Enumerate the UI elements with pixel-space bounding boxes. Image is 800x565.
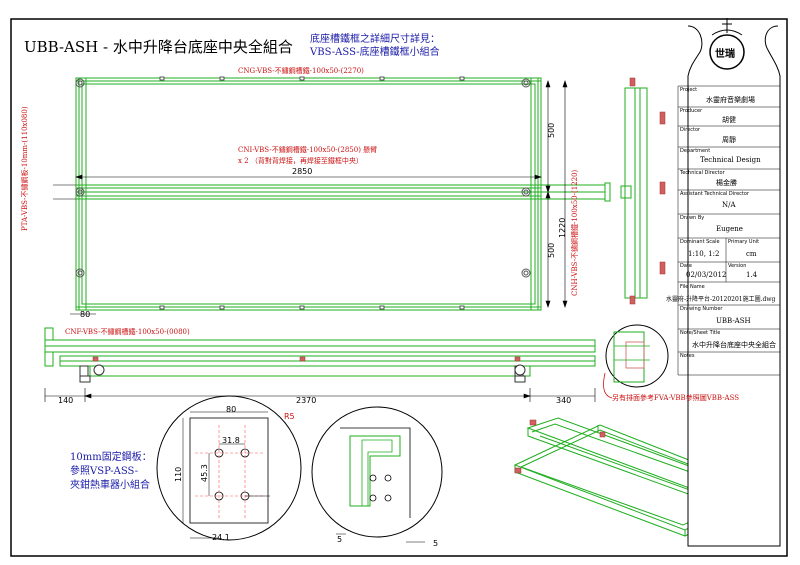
tb-unit: cm xyxy=(746,250,757,258)
dim-500-upper: 500 xyxy=(547,122,556,138)
tb-drawn-by-label: Drawn By xyxy=(680,215,705,221)
plate-note-2: 參照VSP-ASS- xyxy=(70,466,139,477)
label-cnh: CNH-VBS-不鏽鋼槽鐵-100x50-(1220) xyxy=(571,169,579,296)
dim-80-plate: 80 xyxy=(226,405,237,414)
tb-drawing-no: UBB-ASH xyxy=(716,317,751,325)
frame-bolt-circles xyxy=(75,78,531,278)
dim-110: 110 xyxy=(174,466,183,482)
top-note-line2: VBS-ASS-底座槽鐵框小組合 xyxy=(310,47,440,58)
tb-drawing-no-label: Drawing Number xyxy=(680,306,723,312)
top-note-line1: 底座槽鐵框之詳細尺寸詳見： xyxy=(310,34,440,45)
tb-director: 周靜 xyxy=(722,136,736,144)
title-block-frame xyxy=(677,18,781,547)
tb-tech-director-label: Technical Director xyxy=(680,170,725,176)
dim-80: 80 xyxy=(80,310,91,319)
tb-asst-director-label: Assistant Technical Director xyxy=(680,191,750,197)
tb-scale-label: Dominant Scale xyxy=(680,239,720,245)
dim-340: 340 xyxy=(556,396,572,405)
dim-2370: 2370 xyxy=(296,396,317,405)
label-cnf: CNF-VBS-不鏽鋼槽鐵-100x50-(0080) xyxy=(65,328,190,336)
callout-detail-circle xyxy=(605,324,669,388)
dim-5-right: 5 xyxy=(433,539,439,548)
title-block-logo: 世瑞 xyxy=(715,49,735,60)
tb-drawn-by: Eugene xyxy=(716,225,743,233)
callout-leader xyxy=(603,372,613,399)
side-view-pads xyxy=(92,356,521,362)
dim-500-lower: 500 xyxy=(547,242,556,258)
side-view xyxy=(44,327,596,377)
tb-department: Technical Design xyxy=(700,156,761,164)
top-rail-clips xyxy=(159,76,465,310)
drawing-title: UBB-ASH - 水中升降台底座中央全組合 xyxy=(24,38,293,56)
tb-asst-director: N/A xyxy=(722,201,736,209)
label-pta: PTA-VBS-不鏽鋼板-10mm-(110x080) xyxy=(21,106,29,231)
tb-project: 水靈府音樂劇場 xyxy=(706,96,755,104)
side-view-feet xyxy=(79,364,526,383)
drawing-border xyxy=(10,18,788,557)
dim-45-3: 45.3 xyxy=(200,464,209,482)
tb-tech-director: 楊金勝 xyxy=(716,179,737,187)
label-cni-qty: x 2 （背對背焊接，再焊接至鐵框中央） xyxy=(238,157,363,165)
tb-sheet-title: 水中升降台底座中央全組合 xyxy=(692,341,776,349)
dim-r5: R5 xyxy=(284,412,295,421)
tb-project-label: Project xyxy=(680,87,698,93)
dim-5-left: 5 xyxy=(337,535,343,544)
tb-version: 1.4 xyxy=(746,271,758,279)
tb-file: 水靈府-升降平台-20120201施工圖.dwg xyxy=(666,296,776,303)
tb-notes-label: Notes xyxy=(680,353,695,359)
tb-department-label: Department xyxy=(680,148,711,154)
tb-version-label: Version xyxy=(728,263,747,269)
top-view-dimensions xyxy=(53,80,568,308)
label-cng: CNG-VBS-不鏽鋼槽鐵-100x50-(2270) xyxy=(238,67,364,75)
tb-date-label: Date xyxy=(680,263,692,269)
tb-sheet-title-label: Note/Sheet Title xyxy=(680,330,721,336)
tb-director-label: Director xyxy=(680,127,701,133)
plate-detail xyxy=(156,395,302,541)
label-cni: CNI-VBS-不鏽鋼槽鐵-100x50-(2850) 懸臂 xyxy=(238,146,378,154)
side-view-dimensions xyxy=(44,313,596,402)
dim-2850: 2850 xyxy=(292,167,313,176)
tb-file-label: File Name xyxy=(680,284,705,290)
side-pads xyxy=(629,77,666,305)
plate-note-1: 10mm固定鋼板： xyxy=(70,452,152,463)
top-view-frame xyxy=(75,77,648,311)
tb-scale: 1:10, 1:2 xyxy=(688,250,720,258)
channel-detail xyxy=(311,406,443,543)
tb-unit-label: Primary Unit xyxy=(728,239,760,245)
plate-note-3: 夾鉗熱車器小組合 xyxy=(70,480,150,491)
tb-producer-label: Producer xyxy=(680,108,703,114)
dim-31-8: 31.8 xyxy=(222,436,240,445)
dim-24-1: 24.1 xyxy=(212,533,230,542)
dim-1220: 1220 xyxy=(558,217,567,238)
tb-date: 02/03/2012 xyxy=(686,271,727,279)
dim-140: 140 xyxy=(58,396,74,405)
label-fva: 另有排面參考FVA-VBB參照圖VBB-ASS xyxy=(612,394,740,402)
tb-producer: 胡健 xyxy=(722,116,736,124)
